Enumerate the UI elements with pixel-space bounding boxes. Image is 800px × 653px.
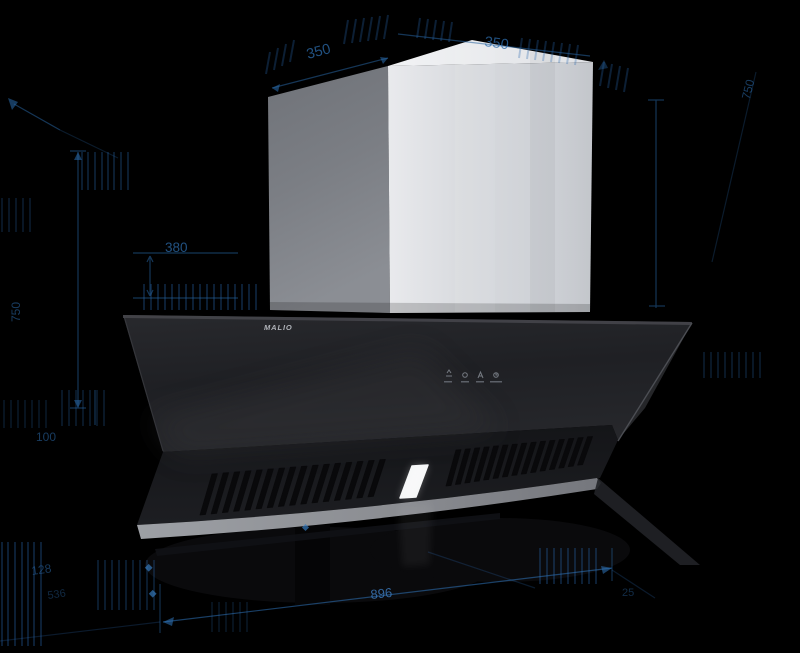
svg-text:750: 750 (9, 302, 23, 322)
svg-text:25: 25 (622, 587, 634, 599)
svg-text:350: 350 (483, 34, 509, 53)
svg-text:536: 536 (47, 588, 67, 602)
svg-text:100: 100 (36, 430, 56, 444)
svg-text:MALIO: MALIO (264, 323, 293, 332)
svg-text:896: 896 (370, 585, 393, 602)
svg-text:750: 750 (739, 78, 758, 101)
svg-text:350: 350 (305, 41, 333, 63)
svg-text:128: 128 (30, 561, 52, 578)
svg-text:380: 380 (165, 240, 188, 255)
